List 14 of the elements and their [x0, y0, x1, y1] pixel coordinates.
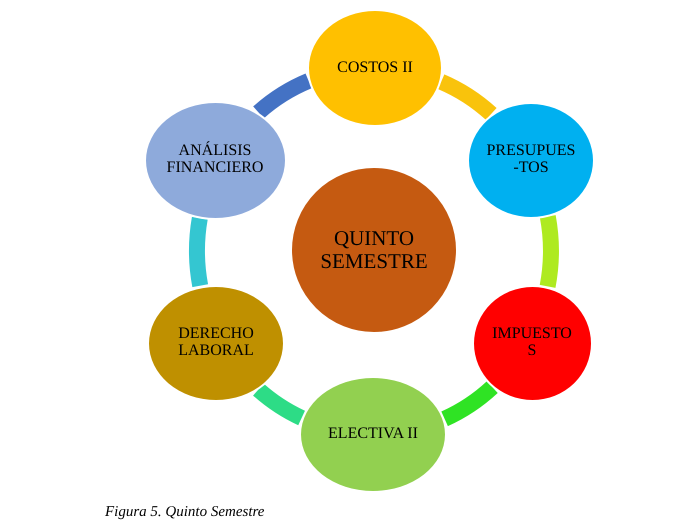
ring-arc	[540, 216, 559, 288]
ring-arc	[438, 74, 496, 120]
ring-arc	[188, 217, 208, 287]
node-label: COSTOS II	[337, 60, 413, 76]
figure-caption: Figura 5. Quinto Semestre	[105, 503, 264, 522]
ring-arc	[253, 383, 306, 426]
node-label: ANÁLISIS FINANCIERO	[166, 143, 264, 177]
node-label: PRESUPUES -TOS	[486, 143, 576, 177]
ring-arc	[441, 381, 498, 426]
ring-arc	[253, 74, 312, 119]
node-label: DERECHO LABORAL	[177, 326, 255, 360]
node-label: ELECTIVA II	[328, 426, 418, 442]
node-label: IMPUESTO S	[491, 326, 573, 360]
node-label: QUINTO SEMESTRE	[319, 226, 429, 274]
